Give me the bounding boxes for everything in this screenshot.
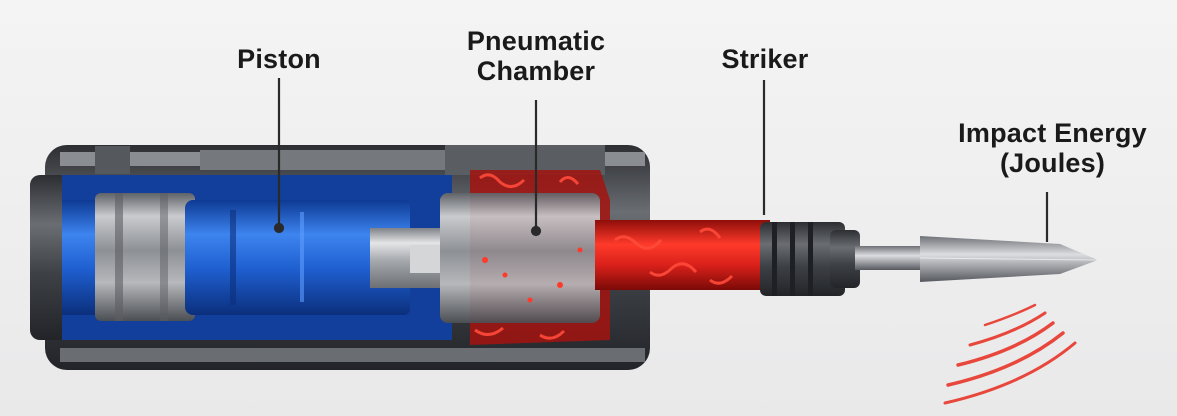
piston	[95, 193, 460, 321]
striker	[760, 222, 860, 296]
chisel-tip	[855, 236, 1099, 282]
label-chamber-line-1: Pneumatic	[466, 26, 606, 56]
pneumatic-chamber	[440, 170, 770, 345]
label-pneumatic-chamber: Pneumatic Chamber	[446, 26, 626, 86]
label-striker-text: Striker	[721, 44, 809, 74]
label-striker: Striker	[710, 44, 820, 74]
impact-waves-icon	[943, 303, 1077, 405]
leader-lines	[273, 78, 1049, 242]
label-impact-line-2: (Joules)	[999, 148, 1106, 178]
label-piston-text: Piston	[237, 44, 321, 74]
chamber-leader-dot	[530, 225, 542, 237]
label-piston: Piston	[229, 44, 329, 74]
label-impact-line-1: Impact Energy	[958, 118, 1147, 148]
piston-leader-dot	[273, 222, 285, 234]
label-impact-energy: Impact Energy (Joules)	[935, 118, 1170, 178]
label-chamber-line-2: Chamber	[476, 56, 596, 86]
